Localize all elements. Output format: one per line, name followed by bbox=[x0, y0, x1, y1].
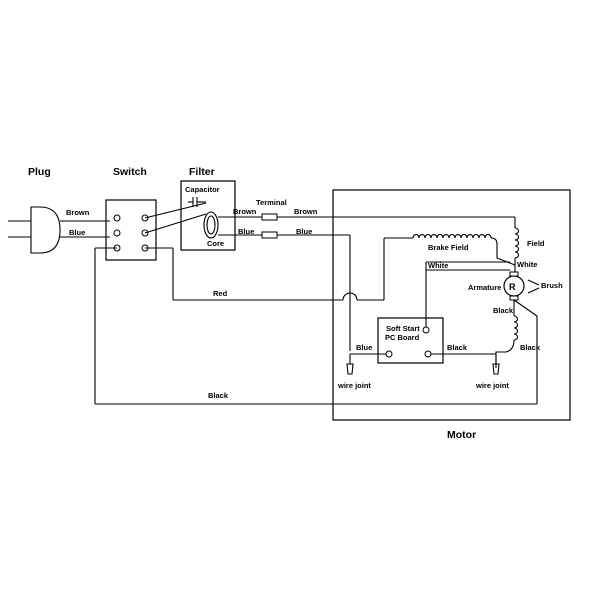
brush-pointer-bottom bbox=[527, 287, 540, 294]
label-white-top: White bbox=[517, 260, 537, 269]
label-wire-joint-left: wire joint bbox=[337, 381, 371, 390]
terminal-brown bbox=[261, 213, 278, 221]
wire-brake-right bbox=[490, 237, 516, 266]
label-blue-motor: Blue bbox=[296, 227, 312, 236]
filter-core-inner bbox=[206, 215, 216, 235]
label-brown-plug: Brown bbox=[66, 208, 90, 217]
label-wire-joint-right: wire joint bbox=[475, 381, 509, 390]
label-brake-field: Brake Field bbox=[428, 243, 469, 252]
board-terminal-top bbox=[422, 326, 430, 334]
label-brush: Brush bbox=[541, 281, 563, 290]
field-coil-top bbox=[514, 227, 520, 259]
label-black-field: Black bbox=[520, 343, 541, 352]
switch bbox=[105, 199, 157, 261]
label-core: Core bbox=[207, 239, 224, 248]
label-black-armature: Black bbox=[493, 306, 514, 315]
label-soft-start-2: PC Board bbox=[385, 333, 420, 342]
label-brown-filter: Brown bbox=[233, 207, 257, 216]
switch-terminal bbox=[113, 214, 121, 222]
label-red: Red bbox=[213, 289, 228, 298]
label-blue-filter: Blue bbox=[238, 227, 254, 236]
board-terminal-right bbox=[424, 350, 432, 358]
terminal-blue bbox=[261, 231, 278, 239]
wire-switch-to-core bbox=[144, 213, 207, 234]
label-terminal: Terminal bbox=[256, 198, 287, 207]
wire-armature-diagonal bbox=[513, 299, 538, 317]
motor-box bbox=[332, 189, 571, 421]
wire-joint-left bbox=[346, 363, 354, 375]
brake-field-coil bbox=[412, 233, 492, 239]
board-terminal-left bbox=[385, 350, 393, 358]
heading-switch: Switch bbox=[113, 166, 147, 178]
filter: Capacitor Core bbox=[144, 180, 236, 251]
heading-filter: Filter bbox=[189, 166, 215, 178]
label-field: Field bbox=[527, 239, 545, 248]
plug-body bbox=[30, 206, 61, 254]
brush-bottom bbox=[509, 295, 519, 301]
field-coil-bottom bbox=[513, 315, 519, 341]
filter-box bbox=[180, 180, 236, 251]
heading-motor: Motor bbox=[447, 429, 476, 441]
label-capacitor: Capacitor bbox=[185, 185, 220, 194]
label-blue-joint: Blue bbox=[356, 343, 372, 352]
soft-start-board bbox=[377, 317, 444, 364]
label-soft-start-1: Soft Start bbox=[386, 324, 420, 333]
label-black-bottom: Black bbox=[208, 391, 229, 400]
label-brown-motor: Brown bbox=[294, 207, 318, 216]
filter-core-outer bbox=[203, 211, 219, 239]
label-white-left: White bbox=[428, 261, 448, 270]
heading-plug: Plug bbox=[28, 166, 51, 178]
wire-switch-to-capacitor bbox=[144, 202, 207, 219]
wire-joint-right bbox=[492, 363, 500, 375]
brush-pointer-top bbox=[527, 279, 540, 286]
plug bbox=[8, 206, 61, 254]
brush-top bbox=[509, 271, 519, 277]
switch-terminal bbox=[113, 229, 121, 237]
label-armature-symbol: R bbox=[509, 282, 516, 292]
wire-field-to-joint bbox=[495, 339, 515, 368]
label-black-board: Black bbox=[447, 343, 468, 352]
label-armature: Armature bbox=[468, 283, 501, 292]
switch-box bbox=[105, 199, 157, 261]
label-blue-plug: Blue bbox=[69, 228, 85, 237]
